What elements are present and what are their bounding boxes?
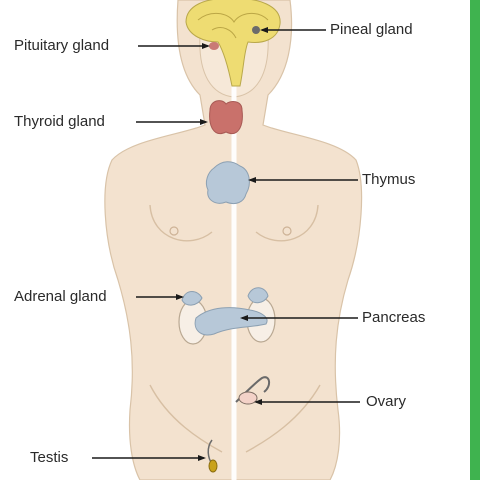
label-pituitary-gland: Pituitary gland xyxy=(14,37,110,54)
label-adrenal-gland: Adrenal gland xyxy=(14,288,107,305)
label-ovary: Ovary xyxy=(366,393,407,410)
left-adrenal-gland xyxy=(181,291,203,306)
arrow-testis xyxy=(198,455,206,461)
label-pineal-gland: Pineal gland xyxy=(330,21,413,38)
label-pancreas: Pancreas xyxy=(362,309,426,326)
brain xyxy=(185,0,281,87)
pineal-gland xyxy=(252,26,260,34)
arrow-pancreas xyxy=(240,315,248,321)
right-adrenal-gland xyxy=(247,287,269,304)
pancreas xyxy=(194,307,268,336)
left-nipple xyxy=(169,226,179,236)
testis xyxy=(208,459,218,473)
right-breast-outline xyxy=(255,204,319,242)
pituitary-gland xyxy=(209,42,219,50)
arrow-thyroid xyxy=(200,119,208,125)
label-thyroid-gland: Thyroid gland xyxy=(14,113,105,130)
arrow-adrenal xyxy=(176,294,184,300)
arrow-thymus xyxy=(248,177,256,183)
ovary xyxy=(238,391,258,405)
right-nipple xyxy=(282,226,292,236)
arrow-pineal xyxy=(260,27,268,33)
label-testis: Testis xyxy=(30,449,69,466)
left-leg-line xyxy=(149,384,223,453)
brain-folds xyxy=(197,13,269,39)
label-thymus: Thymus xyxy=(362,171,416,188)
arrow-pituitary xyxy=(202,43,210,49)
thyroid-gland xyxy=(209,100,243,134)
thymus xyxy=(205,161,250,205)
left-breast-outline xyxy=(149,204,213,242)
right-leg-line xyxy=(245,384,321,453)
green-border-strip xyxy=(470,0,480,480)
arrow-ovary xyxy=(254,399,262,405)
